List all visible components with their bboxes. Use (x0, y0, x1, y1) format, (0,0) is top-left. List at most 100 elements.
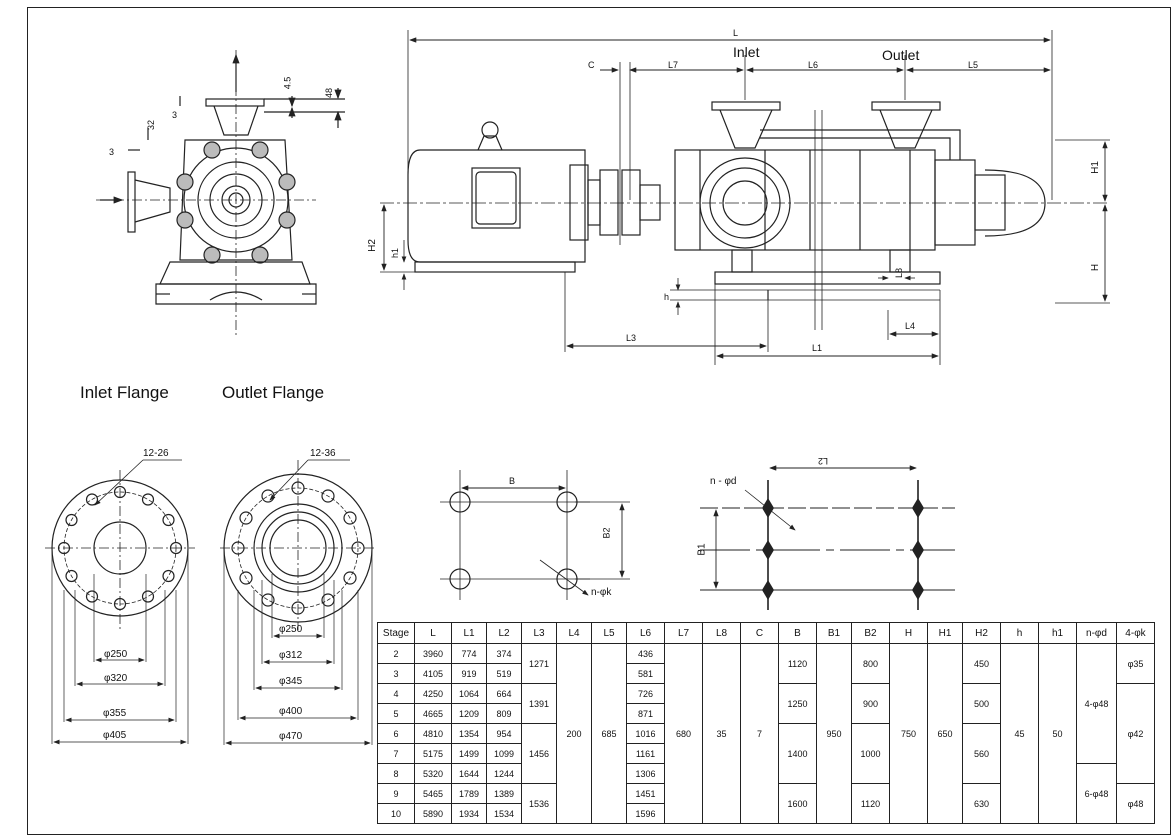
table-row: 10 5890 1934 1534 1596 (377, 803, 1155, 824)
dim-C: C (588, 60, 595, 70)
cell-phik: φ42 (1116, 683, 1155, 784)
outlet-d250: φ250 (279, 624, 303, 635)
inlet-flange-drawing (45, 459, 195, 745)
cell-L2: 1244 (486, 763, 522, 784)
cell-L6: 1161 (626, 743, 665, 764)
cell-B: 1250 (778, 683, 817, 724)
cell-B: 1400 (778, 723, 817, 784)
dim-L5: L5 (968, 60, 979, 70)
th-H1: H1 (927, 622, 963, 644)
cell-stage: 7 (377, 743, 415, 764)
outlet-d345: φ345 (279, 676, 303, 687)
cell-L3: 1271 (521, 643, 557, 684)
dim-B1: B1 (696, 543, 708, 556)
outlet-d470: φ470 (279, 731, 303, 742)
table-row: 5 4665 1209 809 871 (377, 703, 1155, 724)
inlet-d320: φ320 (104, 673, 128, 684)
cell-L2: 1389 (486, 783, 522, 804)
th-B1: B1 (816, 622, 852, 644)
th-L4: L4 (556, 622, 592, 644)
cell-H1: 650 (927, 643, 963, 824)
dim-L2: L2 (818, 456, 829, 466)
outlet-d312: φ312 (279, 650, 303, 661)
dim-B: B (509, 476, 516, 486)
cell-L7: 680 (664, 643, 703, 824)
cell-H2: 560 (962, 723, 1001, 784)
cell-stage: 8 (377, 763, 415, 784)
cell-B1: 950 (816, 643, 852, 824)
cell-H2: 450 (962, 643, 1001, 684)
cell-B2: 900 (851, 683, 890, 724)
cell-B2: 800 (851, 643, 890, 684)
table-row: 7 5175 1499 1099 1161 (377, 743, 1155, 764)
cell-L1: 1354 (451, 723, 487, 744)
cell-L: 3960 (414, 643, 452, 664)
th-L3: L3 (521, 622, 557, 644)
cell-L6: 436 (626, 643, 665, 664)
cell-L2: 1534 (486, 803, 522, 824)
cell-L1: 1209 (451, 703, 487, 724)
inlet-flange-label: Inlet Flange (80, 383, 169, 402)
cell-L: 5175 (414, 743, 452, 764)
cell-L: 5465 (414, 783, 452, 804)
cell-stage: 5 (377, 703, 415, 724)
cell-L2: 519 (486, 663, 522, 684)
pump-front-view (380, 30, 1110, 365)
th-L: L (414, 622, 452, 644)
dim-L: L (733, 28, 739, 38)
cell-L1: 774 (451, 643, 487, 664)
cell-L1: 1789 (451, 783, 487, 804)
cell-L4: 200 (556, 643, 592, 824)
table-row: 4 4250 1064 664 1391 726 1250 900 500 φ4… (377, 683, 1155, 784)
cell-nphid: 6-φ48 (1076, 763, 1117, 824)
dim-32: 32 (146, 119, 157, 131)
th-phik: 4-φk (1116, 622, 1155, 644)
cell-B2: 1120 (851, 783, 890, 824)
inlet-d355: φ355 (103, 708, 127, 719)
base-bolt-plan (700, 465, 955, 610)
th-h1: h1 (1038, 622, 1077, 644)
cell-L2: 1099 (486, 743, 522, 764)
cell-L2: 954 (486, 723, 522, 744)
th-B: B (778, 622, 817, 644)
inlet-d405: φ405 (103, 730, 127, 741)
cell-L6: 1016 (626, 723, 665, 744)
foot-bolt-plan (440, 470, 630, 600)
th-L8: L8 (702, 622, 741, 644)
dim-h1: h1 (390, 247, 401, 259)
th-C: C (740, 622, 779, 644)
dim-3-left: 3 (109, 147, 115, 157)
cell-L6: 1451 (626, 783, 665, 804)
th-L1: L1 (451, 622, 487, 644)
table-row: 6 4810 1354 954 1456 1016 1400 1000 560 (377, 723, 1155, 784)
th-H: H (889, 622, 928, 644)
outlet-label: Outlet (882, 47, 920, 63)
cell-phik: φ35 (1116, 643, 1155, 684)
dim-L7: L7 (668, 60, 679, 70)
dim-H2: H2 (366, 239, 378, 252)
cell-L2: 809 (486, 703, 522, 724)
cell-stage: 3 (377, 663, 415, 684)
cell-L: 4105 (414, 663, 452, 684)
cell-L1: 1064 (451, 683, 487, 704)
cell-L2: 374 (486, 643, 522, 664)
dim-L4: L4 (905, 321, 916, 331)
dim-L8: L8 (894, 267, 905, 279)
dim-H1: H1 (1089, 161, 1101, 174)
drawing-frame (27, 7, 1171, 835)
cell-L6: 1306 (626, 763, 665, 784)
dim-nphik: n-φk (591, 587, 612, 598)
cell-L1: 1644 (451, 763, 487, 784)
cell-C: 7 (740, 643, 779, 824)
dim-48-top: 48 (324, 87, 335, 99)
dimension-table: Stage L L1 L2 L3 L4 L5 L6 L7 L8 C B B1 B… (377, 622, 1155, 824)
cell-L: 5890 (414, 803, 452, 824)
th-nphid: n-φd (1076, 622, 1117, 644)
cell-L: 4250 (414, 683, 452, 704)
dim-h: h (664, 292, 670, 302)
cell-L3: 1391 (521, 683, 557, 724)
cell-L: 5320 (414, 763, 452, 784)
cell-stage: 2 (377, 643, 415, 664)
dim-L6: L6 (808, 60, 819, 70)
dim-H: H (1090, 263, 1102, 272)
